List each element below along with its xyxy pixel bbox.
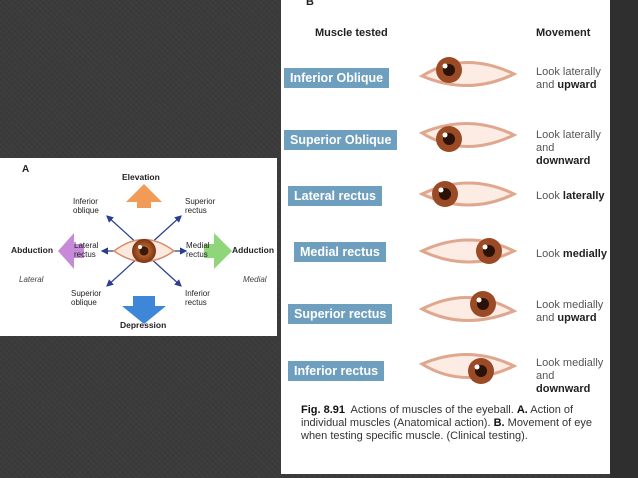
muscle-label-lateral-rectus: Lateral rectus [288,186,382,206]
panel-b-clinical-testing: B Muscle tested Movement Inferior Obliqu… [281,0,610,474]
adduction-label: Adduction [232,245,275,255]
panel-a-eye-muscle-actions: A Elevation Depression Abduction Adducti… [0,158,277,336]
muscle-label-superior-rectus: Superior rectus [288,304,393,324]
muscle-label-medial-rectus: Medial rectus [294,242,386,262]
abduction-label: Abduction [11,245,54,255]
movement-header: Movement [536,27,591,39]
eye-looking-lateral-up [419,57,518,87]
eye-looking-medial-up [419,291,518,322]
elevation-label: Elevation [122,172,160,182]
elevation-arrow [126,184,162,208]
movement-medial-rectus: Look medially [536,248,607,260]
figure-caption: Fig. 8.91 Actions of muscles of the eyeb… [301,404,593,442]
panel-a-diagram [58,184,232,324]
panel-b-letter: B [306,0,314,8]
abduction-arrow [58,233,84,269]
slide-edge-shade [610,0,638,478]
eye-looking-lateral [419,181,518,207]
muscle-label-inferior-oblique: Inferior Oblique [284,68,390,88]
depression-label: Depression [120,320,167,330]
muscle-label-superior-oblique: Superior Oblique [284,130,398,150]
muscle-label-inferior-rectus: Inferior rectus [288,361,385,381]
movement-lateral-rectus: Look laterally [536,190,605,202]
depression-arrow [122,296,166,324]
panel-a-eye [112,238,176,263]
eye-looking-medial [419,238,518,264]
medial-side-label: Medial [243,275,267,284]
eye-looking-lateral-down [419,122,518,152]
panel-a-letter: A [22,164,30,175]
muscle-tested-header: Muscle tested [315,27,388,39]
lateral-side-label: Lateral [19,275,44,284]
adduction-arrow [204,233,232,269]
eye-looking-medial-down [419,353,518,384]
